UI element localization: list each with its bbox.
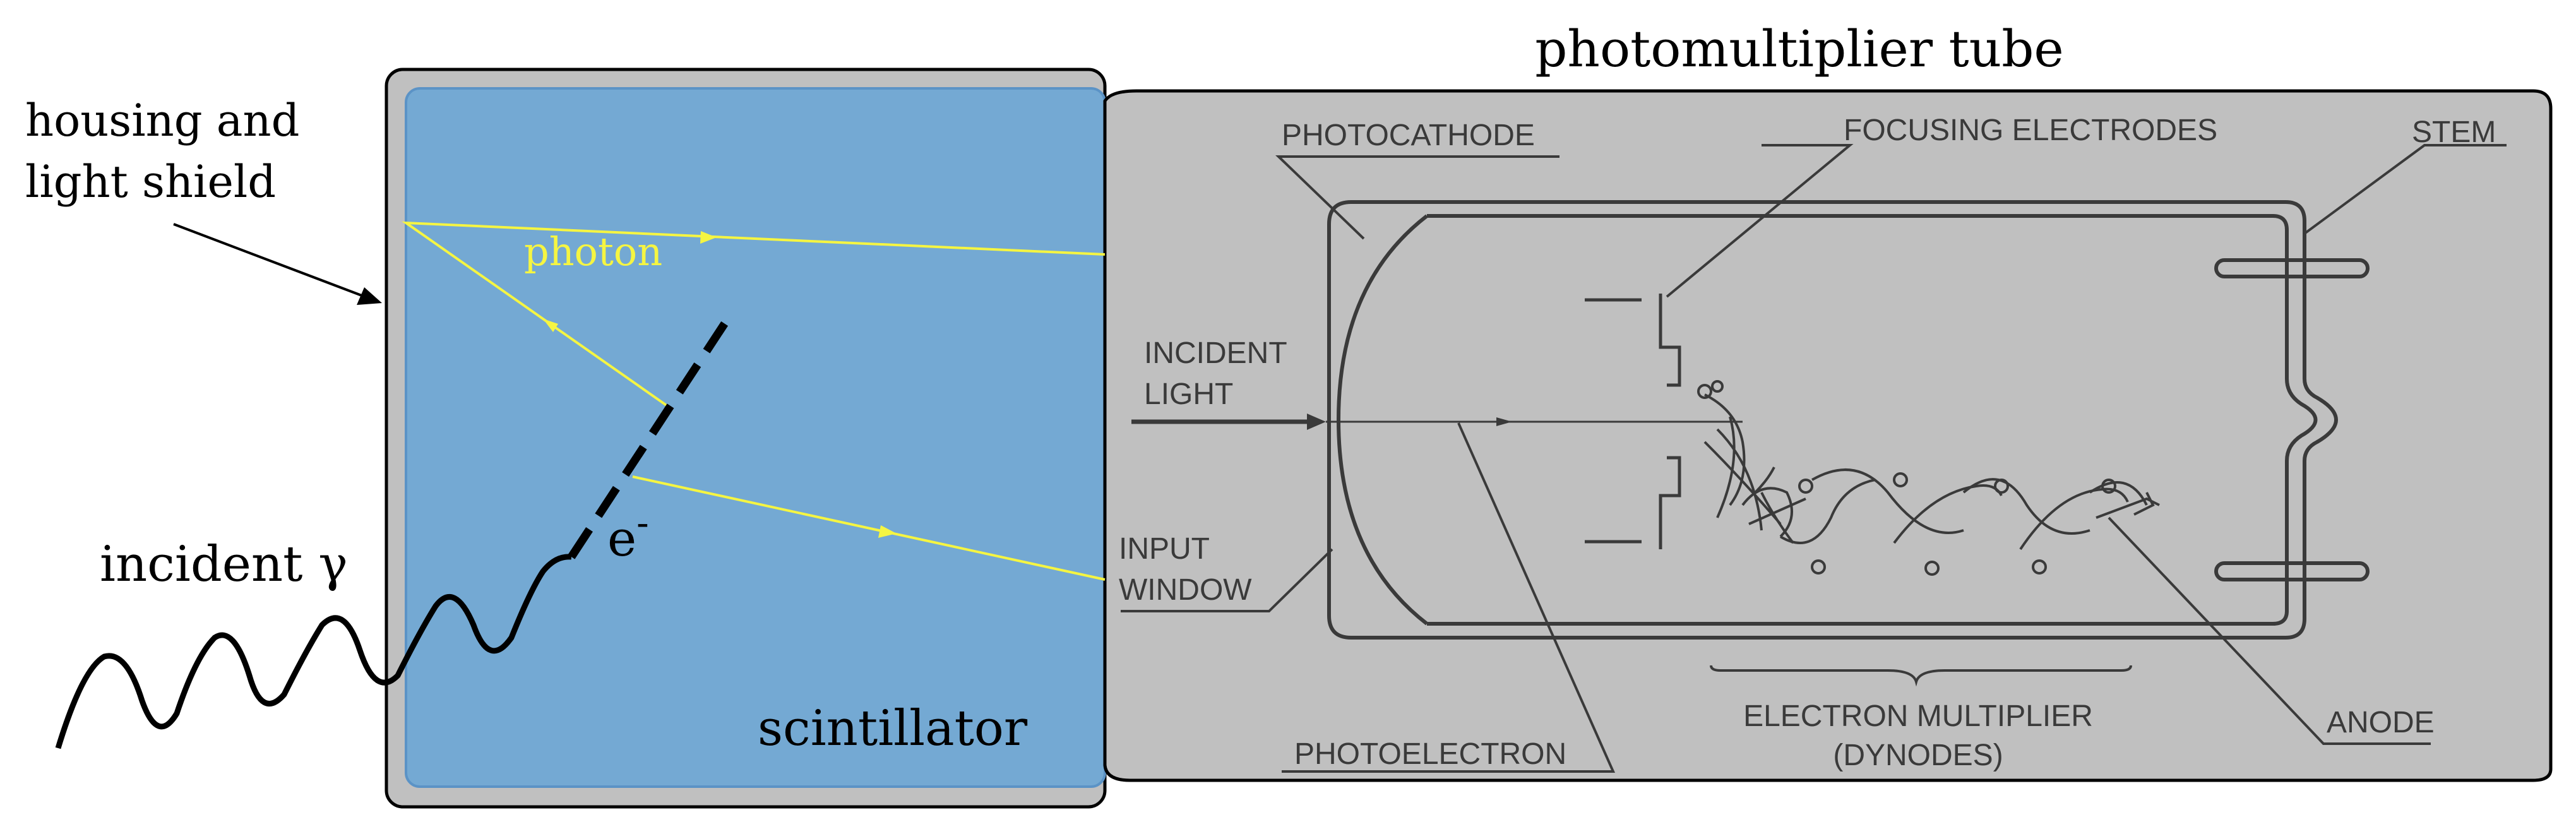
label-housing-1: housing and [25, 95, 299, 146]
housing-arrow [173, 223, 382, 305]
photon-paths [402, 221, 1106, 581]
label-scintillator: scintillator [758, 700, 1028, 757]
focusing-electrodes [1585, 294, 1681, 549]
label-electron: e- [607, 501, 649, 568]
label-photocathode: PHOTOCATHODE [1282, 119, 1535, 152]
label-stem: STEM [2412, 116, 2496, 149]
label-electron-sup: - [636, 501, 649, 544]
label-input-window-1: INPUT [1119, 532, 1210, 566]
label-incident-light-2: LIGHT [1144, 378, 1233, 411]
label-incident-light-1: INCIDENT [1144, 337, 1287, 370]
label-input-window-2: WINDOW [1119, 573, 1252, 607]
photoelectron-path [1326, 417, 1743, 426]
label-multiplier-1: ELECTRON MULTIPLIER [1743, 700, 2093, 733]
label-photoelectron: PHOTOELECTRON [1294, 737, 1566, 771]
label-focusing-electrodes: FOCUSING ELECTRODES [1844, 114, 2217, 147]
label-incident-gamma: incident γ [100, 536, 348, 593]
label-multiplier-2: (DYNODES) [1833, 739, 2003, 772]
tube-envelope [1327, 200, 2338, 640]
pmt-body [1103, 89, 2553, 782]
label-anode: ANODE [2327, 706, 2435, 739]
incident-light-arrow [1131, 414, 1326, 430]
photon-arrowheads [543, 231, 897, 538]
diagram-title: photomultiplier tube [1535, 20, 2064, 78]
pmt-callouts [1121, 144, 2507, 773]
stem-pins [2214, 258, 2370, 581]
label-photon: photon [524, 229, 662, 275]
scintillator [405, 87, 1106, 788]
dynode-chain [1697, 380, 2160, 576]
label-housing-2: light shield [25, 156, 276, 208]
gamma-wave [55, 554, 572, 749]
